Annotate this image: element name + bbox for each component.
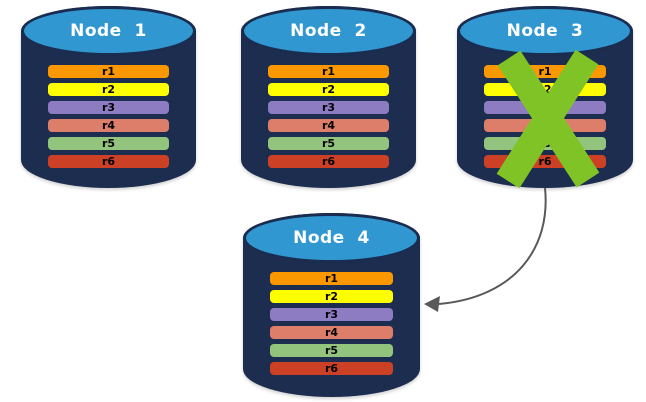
cylinder-top-ellipse: Node 3 [457, 6, 633, 56]
row-r1: r1 [268, 65, 389, 78]
row-r6: r6 [48, 155, 169, 168]
row-r3: r3 [268, 101, 389, 114]
row-r5: r5 [48, 137, 169, 150]
row-stack: r1 r2 r3 r4 r5 r6 [48, 65, 169, 173]
node-title: Node 3 [506, 21, 584, 41]
row-r2: r2 [270, 290, 393, 303]
row-r4: r4 [48, 119, 169, 132]
cylinder-top-ellipse: Node 1 [21, 6, 196, 56]
row-stack: r1 r2 r3 r4 r5 r6 [270, 272, 393, 380]
node-title: Node 1 [70, 21, 147, 41]
row-r1: r1 [48, 65, 169, 78]
row-r2: r2 [268, 83, 389, 96]
database-node-2: Node 2 r1 r2 r3 r4 r5 r6 [241, 6, 416, 188]
cylinder-top-ellipse: Node 4 [243, 213, 420, 263]
database-node-1: Node 1 r1 r2 r3 r4 r5 r6 [21, 6, 196, 188]
row-r4: r4 [268, 119, 389, 132]
database-node-3-failed: Node 3 r1 r2 r3 r4 r5 r6 [457, 6, 633, 188]
database-node-4: Node 4 r1 r2 r3 r4 r5 r6 [243, 213, 420, 397]
arrow-line [438, 187, 547, 305]
node-title: Node 4 [293, 228, 370, 248]
node-title: Node 2 [290, 21, 367, 41]
cylinder-top-ellipse: Node 2 [241, 6, 416, 56]
x-mark-icon [496, 50, 600, 188]
row-r1: r1 [270, 272, 393, 285]
row-r5: r5 [268, 137, 389, 150]
row-r4: r4 [270, 326, 393, 339]
row-r6: r6 [270, 362, 393, 375]
row-stack: r1 r2 r3 r4 r5 r6 [268, 65, 389, 173]
row-r2: r2 [48, 83, 169, 96]
row-r5: r5 [270, 344, 393, 357]
row-r3: r3 [270, 308, 393, 321]
row-r6: r6 [268, 155, 389, 168]
arrow-head-icon [424, 296, 440, 312]
row-r3: r3 [48, 101, 169, 114]
